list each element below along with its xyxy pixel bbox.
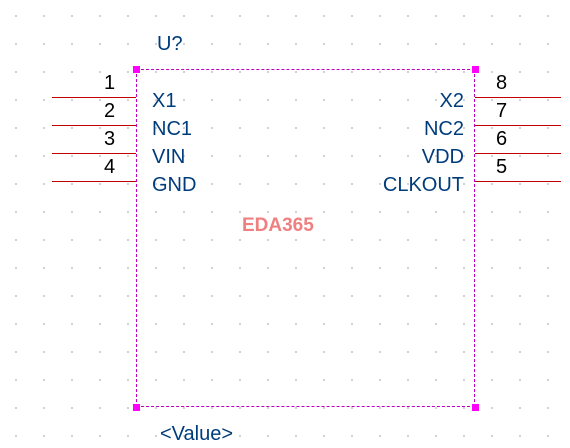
pin-2-name: NC1 xyxy=(152,118,193,140)
pin-5-name: CLKOUT xyxy=(382,174,464,196)
pin-4-name: GND xyxy=(152,174,197,196)
component-body[interactable] xyxy=(136,69,475,407)
pin-4-line[interactable] xyxy=(52,181,136,182)
pin-6-line[interactable] xyxy=(475,153,561,154)
pin-7-line[interactable] xyxy=(475,125,561,126)
reference-designator[interactable]: U? xyxy=(157,33,183,55)
selection-handle-bottom-right[interactable] xyxy=(472,404,479,411)
pin-8-line[interactable] xyxy=(475,97,561,98)
pin-1-line[interactable] xyxy=(52,97,136,98)
pin-3-line[interactable] xyxy=(52,153,136,154)
watermark-text: EDA365 xyxy=(242,215,314,236)
pin-6-name: VDD xyxy=(421,146,464,168)
pin-1-number: 1 xyxy=(104,72,116,94)
pin-7-number: 7 xyxy=(496,100,508,122)
pin-8-name: X2 xyxy=(439,90,464,112)
pin-3-name: VIN xyxy=(152,146,186,168)
pin-3-number: 3 xyxy=(104,128,116,150)
selection-handle-top-left[interactable] xyxy=(133,66,140,73)
pin-4-number: 4 xyxy=(104,156,116,178)
component-value[interactable]: <Value> xyxy=(160,423,234,445)
selection-handle-top-right[interactable] xyxy=(472,66,479,73)
pin-7-name: NC2 xyxy=(423,118,464,140)
pin-2-line[interactable] xyxy=(52,125,136,126)
selection-handle-bottom-left[interactable] xyxy=(133,404,140,411)
pin-6-number: 6 xyxy=(496,128,508,150)
pin-2-number: 2 xyxy=(104,100,116,122)
pin-5-line[interactable] xyxy=(475,181,561,182)
pin-5-number: 5 xyxy=(496,156,508,178)
pin-1-name: X1 xyxy=(152,90,177,112)
pin-8-number: 8 xyxy=(496,72,508,94)
